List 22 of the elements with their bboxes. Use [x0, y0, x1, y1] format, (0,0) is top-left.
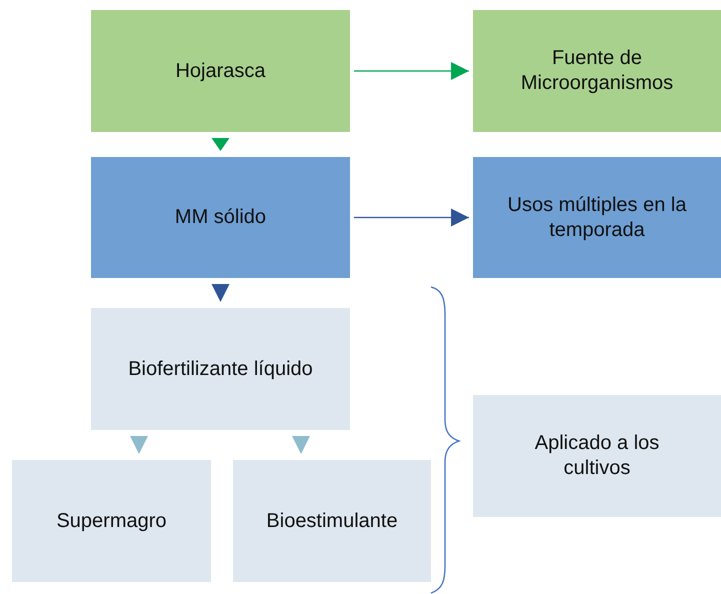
arrow [212, 138, 230, 151]
box-label: Bioestimulante [266, 508, 398, 534]
arrow [354, 208, 469, 226]
process-box [91, 10, 350, 132]
process-box [12, 460, 211, 582]
process-box [91, 157, 350, 278]
box-label: Aplicado a los cultivos [534, 431, 660, 481]
process-box [473, 395, 721, 517]
arrow [292, 436, 310, 454]
process-box [91, 308, 350, 430]
box-label: Usos múltiples en la temporada [506, 192, 688, 242]
arrow [212, 284, 230, 302]
process-box [473, 157, 721, 278]
process-box [233, 460, 431, 582]
box-label: Hojarasca [175, 58, 266, 84]
box-label: Supermagro [56, 508, 167, 534]
arrow [130, 436, 148, 454]
box-label: Fuente de Microorganismos [520, 46, 674, 96]
arrow [354, 62, 469, 80]
process-box [473, 10, 721, 132]
box-label: MM sólido [174, 205, 266, 230]
box-label: Biofertilizante líquido [128, 356, 313, 382]
